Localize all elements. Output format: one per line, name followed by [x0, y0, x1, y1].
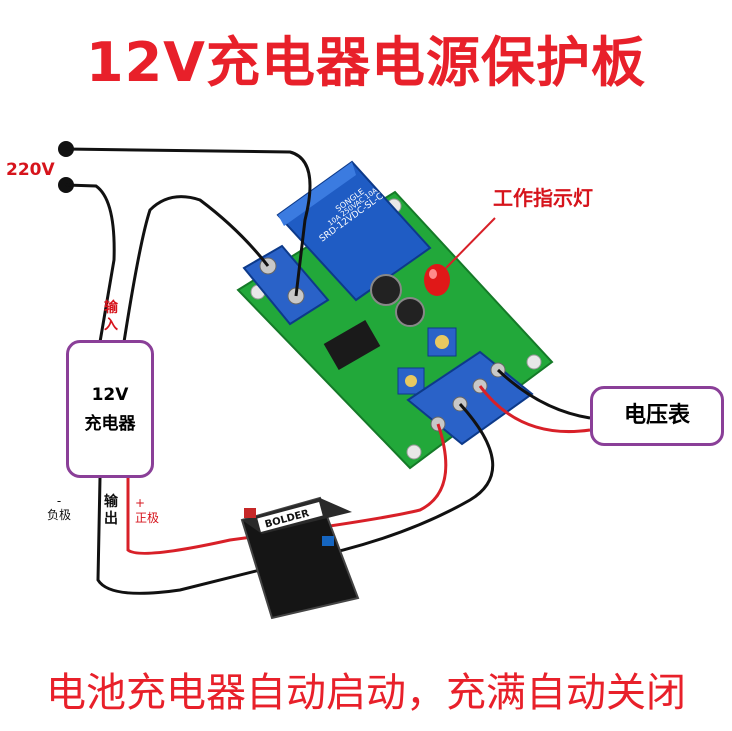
indicator-light-label: 工作指示灯: [493, 186, 593, 210]
charger-name: 充电器: [84, 414, 136, 434]
input-label: 输入: [104, 300, 118, 333]
input-terminal-block: [242, 244, 330, 326]
battery: BOLDER: [240, 496, 360, 620]
capacitors: [370, 274, 425, 327]
ic-chip: [323, 320, 381, 370]
charger-box: 12V 充电器: [66, 340, 154, 478]
red-wires: [126, 385, 591, 555]
page-title: 12V充电器电源保护板: [86, 31, 646, 94]
footer-caption: 电池充电器自动启动，充满自动关闭: [46, 670, 686, 716]
negative-label: - 负极: [44, 494, 74, 522]
black-wires: [65, 147, 591, 595]
potentiometers: [397, 327, 457, 395]
indicator-pointer-line: [445, 217, 496, 269]
positive-sign: +: [135, 496, 146, 510]
negative-text: 负极: [46, 508, 71, 522]
voltage-220-label: 220V: [6, 160, 55, 180]
relay: SRD-12VDC-SL-C 10A 250VAC 10A 125VAC SON…: [276, 160, 432, 302]
positive-text: 正极: [135, 511, 160, 525]
charger-voltage: 12V: [91, 385, 129, 405]
indicator-led: [424, 264, 450, 296]
output-label: 输出: [104, 494, 118, 527]
voltmeter-box: 电压表: [590, 386, 724, 446]
positive-label: + 正极: [135, 496, 169, 526]
negative-sign: -: [56, 494, 62, 508]
